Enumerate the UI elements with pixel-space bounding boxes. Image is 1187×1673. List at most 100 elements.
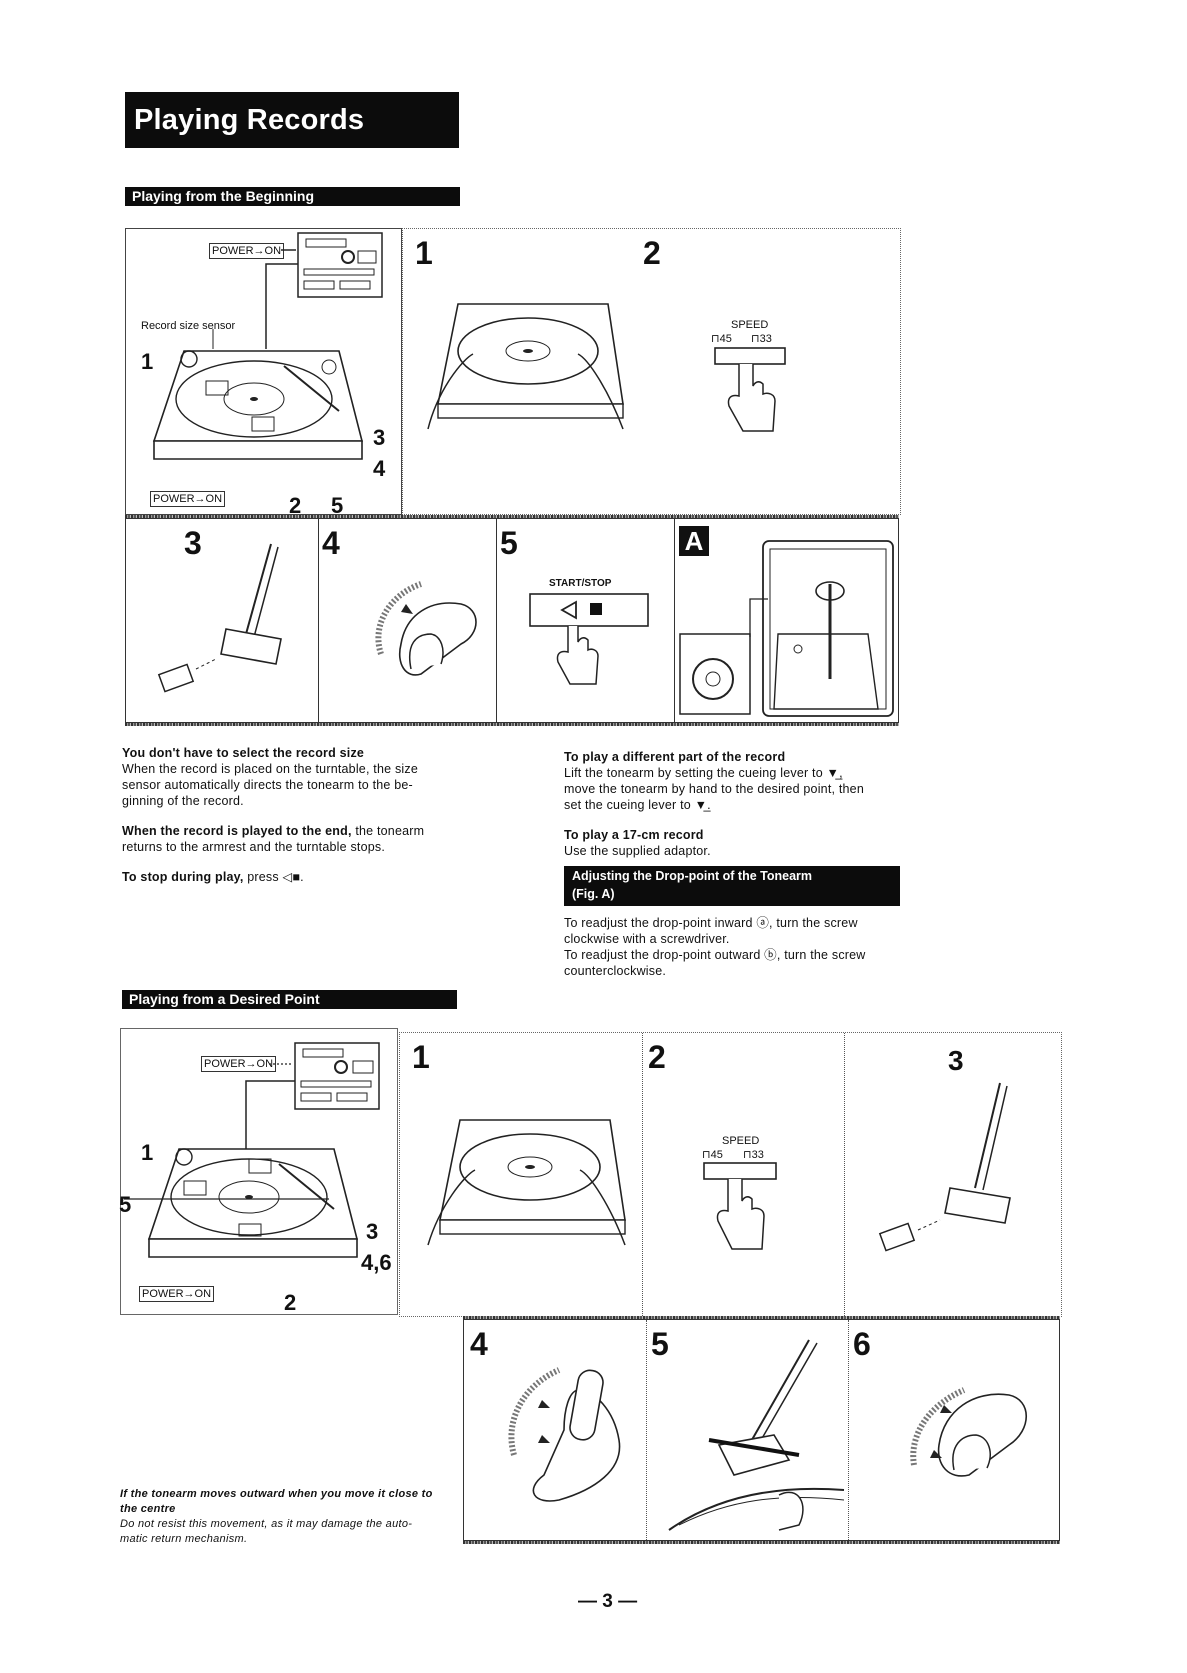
step-4-number: 4	[470, 1326, 488, 1362]
different-part-heading: To play a different part of the record	[564, 750, 786, 764]
17cm-record-heading: To play a 17-cm record	[564, 828, 704, 842]
record-size-heading: You don't have to select the record size	[122, 746, 365, 760]
callout-1: 1	[141, 349, 154, 374]
speed-button-press-illustration	[703, 1162, 777, 1250]
text-line: Use the supplied adaptor.	[564, 844, 711, 858]
divider-texture-top	[125, 515, 899, 518]
steps-1-2-panel: 1 2 SPEED ⊓45 ⊓33	[402, 228, 901, 515]
speed-label: SPEED	[731, 319, 769, 331]
connection-lines	[245, 1063, 295, 1149]
note-heading-line2: the centre	[120, 1503, 176, 1515]
stop-during-play-text: To stop during play, press ◁■.	[122, 870, 304, 884]
speed-45: ⊓45	[711, 333, 732, 345]
text-line: When the record is placed on the turntab…	[122, 762, 418, 776]
subheading-line1: Adjusting the Drop-point of the Tonearm	[572, 869, 813, 883]
power-on-label-top: POWER→ON	[209, 243, 285, 259]
cueing-lever-illustration	[508, 1367, 621, 1502]
note-heading-line1: If the tonearm moves outward when you mo…	[120, 1488, 433, 1500]
callout-5: 5	[331, 493, 344, 518]
callout-2: 2	[284, 1290, 297, 1315]
section-heading-desired-point: Playing from a Desired Point	[122, 990, 457, 1009]
turntable-illustration	[152, 350, 364, 460]
connection-lines	[212, 249, 298, 349]
amplifier-illustration	[294, 1042, 380, 1110]
step-5-number: 5	[500, 525, 518, 561]
cueing-lever-illustration	[375, 581, 477, 676]
callout-2: 2	[289, 493, 302, 518]
callout-1: 1	[141, 1140, 154, 1165]
end-of-record-text: When the record is played to the end, th…	[122, 824, 425, 838]
cartridge-cover-illustration	[157, 543, 282, 693]
note-line2: matic return mechanism.	[120, 1533, 248, 1545]
speed-button-press-illustration	[714, 347, 786, 432]
text-line: To readjust the drop-point outward ⓑ, tu…	[564, 948, 866, 962]
drop-point-adjustment-illustration	[679, 540, 894, 717]
page-title-bar: Playing Records	[125, 92, 459, 148]
callout-5: 5	[119, 1192, 132, 1217]
text-right-column: To play a different part of the record L…	[564, 749, 904, 859]
start-stop-button-illustration	[529, 593, 649, 685]
step-2-number: 2	[648, 1039, 666, 1075]
power-on-label-top: POWER→ON	[201, 1056, 277, 1072]
step-2-number: 2	[643, 235, 661, 271]
steps-4-6-panel: 4 5 6	[463, 1319, 1060, 1542]
text-line: counterclockwise.	[564, 964, 667, 978]
step-1-number: 1	[412, 1039, 430, 1075]
divider-texture-bottom	[125, 723, 899, 726]
step-5-number: 5	[651, 1326, 669, 1362]
divider-texture-top	[463, 1316, 1060, 1319]
drop-point-subheading: Adjusting the Drop-point of the Tonearm …	[564, 866, 900, 906]
step-1-number: 1	[415, 235, 433, 271]
fig-a-badge: A	[679, 526, 709, 556]
cueing-lever-down-illustration	[910, 1387, 1027, 1477]
text-line: ginning of the record.	[122, 794, 244, 808]
section-heading-beginning: Playing from the Beginning	[125, 187, 460, 206]
text-line: clockwise with a screwdriver.	[564, 932, 730, 946]
callout-4: 4	[373, 456, 386, 481]
callout-4-6: 4,6	[361, 1250, 392, 1275]
cartridge-cover-illustration	[878, 1082, 1011, 1252]
record-placement-illustration	[427, 1119, 626, 1246]
drop-point-text: To readjust the drop-point inward ⓐ, tur…	[564, 915, 904, 979]
callout-3: 3	[373, 425, 386, 450]
divider-texture-bottom	[463, 1541, 1060, 1544]
text-line: move the tonearm by hand to the desired …	[564, 782, 864, 796]
turntable-illustration	[124, 1148, 359, 1258]
section-heading-text: Playing from the Beginning	[132, 188, 315, 204]
note-line1: Do not resist this movement, as it may d…	[120, 1518, 413, 1530]
step-6-number: 6	[853, 1326, 871, 1362]
separator	[674, 519, 675, 724]
speed-label: SPEED	[722, 1135, 760, 1147]
separator	[844, 1033, 846, 1316]
speed-33: ⊓33	[751, 333, 772, 345]
overview-diagram-beginning: POWER→ON Record size sensor 1 3 4 2 5 PO…	[125, 228, 402, 518]
text-line: Lift the tonearm by setting the cueing l…	[564, 766, 843, 780]
power-on-label-bottom: POWER→ON	[139, 1286, 215, 1302]
subheading-line2: (Fig. A)	[572, 887, 615, 901]
page-number: — 3 —	[578, 1591, 638, 1612]
step-4-number: 4	[322, 525, 340, 561]
separator	[496, 519, 497, 724]
separator	[318, 519, 319, 724]
callout-3: 3	[366, 1219, 379, 1244]
separator	[848, 1320, 850, 1542]
start-stop-label: START/STOP	[549, 578, 612, 589]
speed-33: ⊓33	[743, 1149, 764, 1161]
section-heading-text: Playing from a Desired Point	[129, 991, 320, 1007]
record-placement-illustration	[427, 303, 624, 430]
step-3-number: 3	[184, 525, 202, 561]
record-size-sensor-label: Record size sensor	[141, 320, 236, 332]
overview-diagram-desired-point: POWER→ON 1 5 3 4,6 2 POWER→ON	[119, 1028, 398, 1315]
amplifier-illustration	[297, 232, 383, 298]
text-line: sensor automatically directs the tonearm…	[122, 778, 413, 792]
step-3-number: 3	[948, 1045, 964, 1076]
tonearm-lowering-illustration	[668, 1339, 845, 1531]
separator	[646, 1320, 648, 1542]
speed-45: ⊓45	[702, 1149, 723, 1161]
tonearm-outward-note: If the tonearm moves outward when you mo…	[120, 1487, 440, 1547]
page-title: Playing Records	[134, 104, 365, 136]
text-left-column: You don't have to select the record size…	[122, 745, 532, 885]
text-line: returns to the armrest and the turntable…	[122, 840, 386, 854]
steps-1-3-panel: 1 2 SPEED ⊓45 ⊓33 3	[399, 1032, 1062, 1317]
power-on-label-bottom: POWER→ON	[150, 491, 226, 507]
